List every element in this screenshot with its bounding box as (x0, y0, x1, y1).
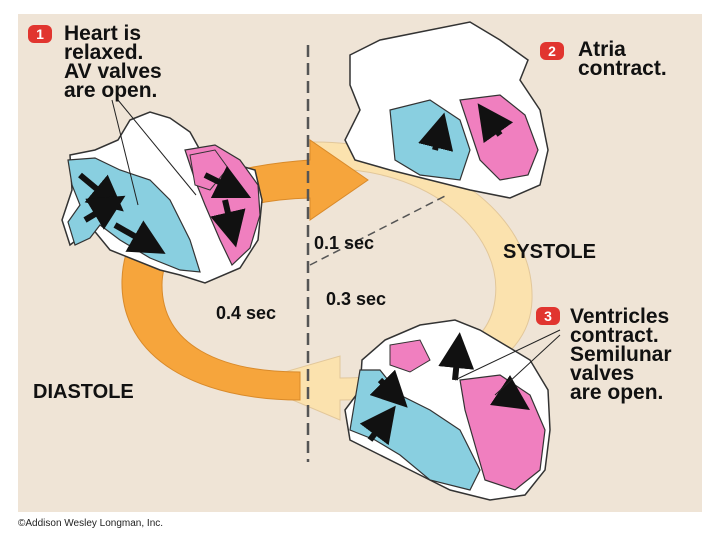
step-badge (540, 42, 564, 60)
step-3: 3 Ventricles contract. Semilunar valves … (536, 305, 672, 404)
step-line: Heart is (64, 22, 141, 45)
step-line: Ventricles (570, 305, 669, 328)
step-line: Atria (578, 38, 626, 61)
step-2: 2 Atria contract. (540, 38, 667, 80)
heart-diagram-icon (61, 99, 263, 284)
step-1: 1 Heart is relaxed. AV valves are open. (28, 22, 162, 102)
step-line: contract. (570, 324, 659, 347)
step-number: 2 (548, 43, 556, 59)
step-line: AV valves (64, 60, 162, 83)
timing-0-4-sec: 0.4 sec (216, 303, 276, 323)
timing-0-3-sec: 0.3 sec (326, 289, 386, 309)
timing-0-1-sec: 0.1 sec (314, 233, 374, 253)
step-line: valves (570, 362, 634, 385)
step-badge (536, 307, 560, 325)
step-line: contract. (578, 57, 667, 80)
step-line: are open. (570, 381, 663, 404)
step-line: relaxed. (64, 41, 143, 64)
diastole-label: DIASTOLE (33, 381, 134, 403)
systole-label: SYSTOLE (503, 241, 596, 263)
step-number: 1 (36, 26, 44, 42)
heart-diagram-icon (344, 319, 561, 501)
step-badge (28, 25, 52, 43)
step-line: Semilunar (570, 343, 672, 366)
step-number: 3 (544, 308, 552, 324)
step-line: are open. (64, 79, 157, 102)
systole-arc (248, 141, 533, 421)
heart-diagram-icon (344, 21, 549, 199)
copyright-notice: ©Addison Wesley Longman, Inc. (18, 518, 164, 529)
